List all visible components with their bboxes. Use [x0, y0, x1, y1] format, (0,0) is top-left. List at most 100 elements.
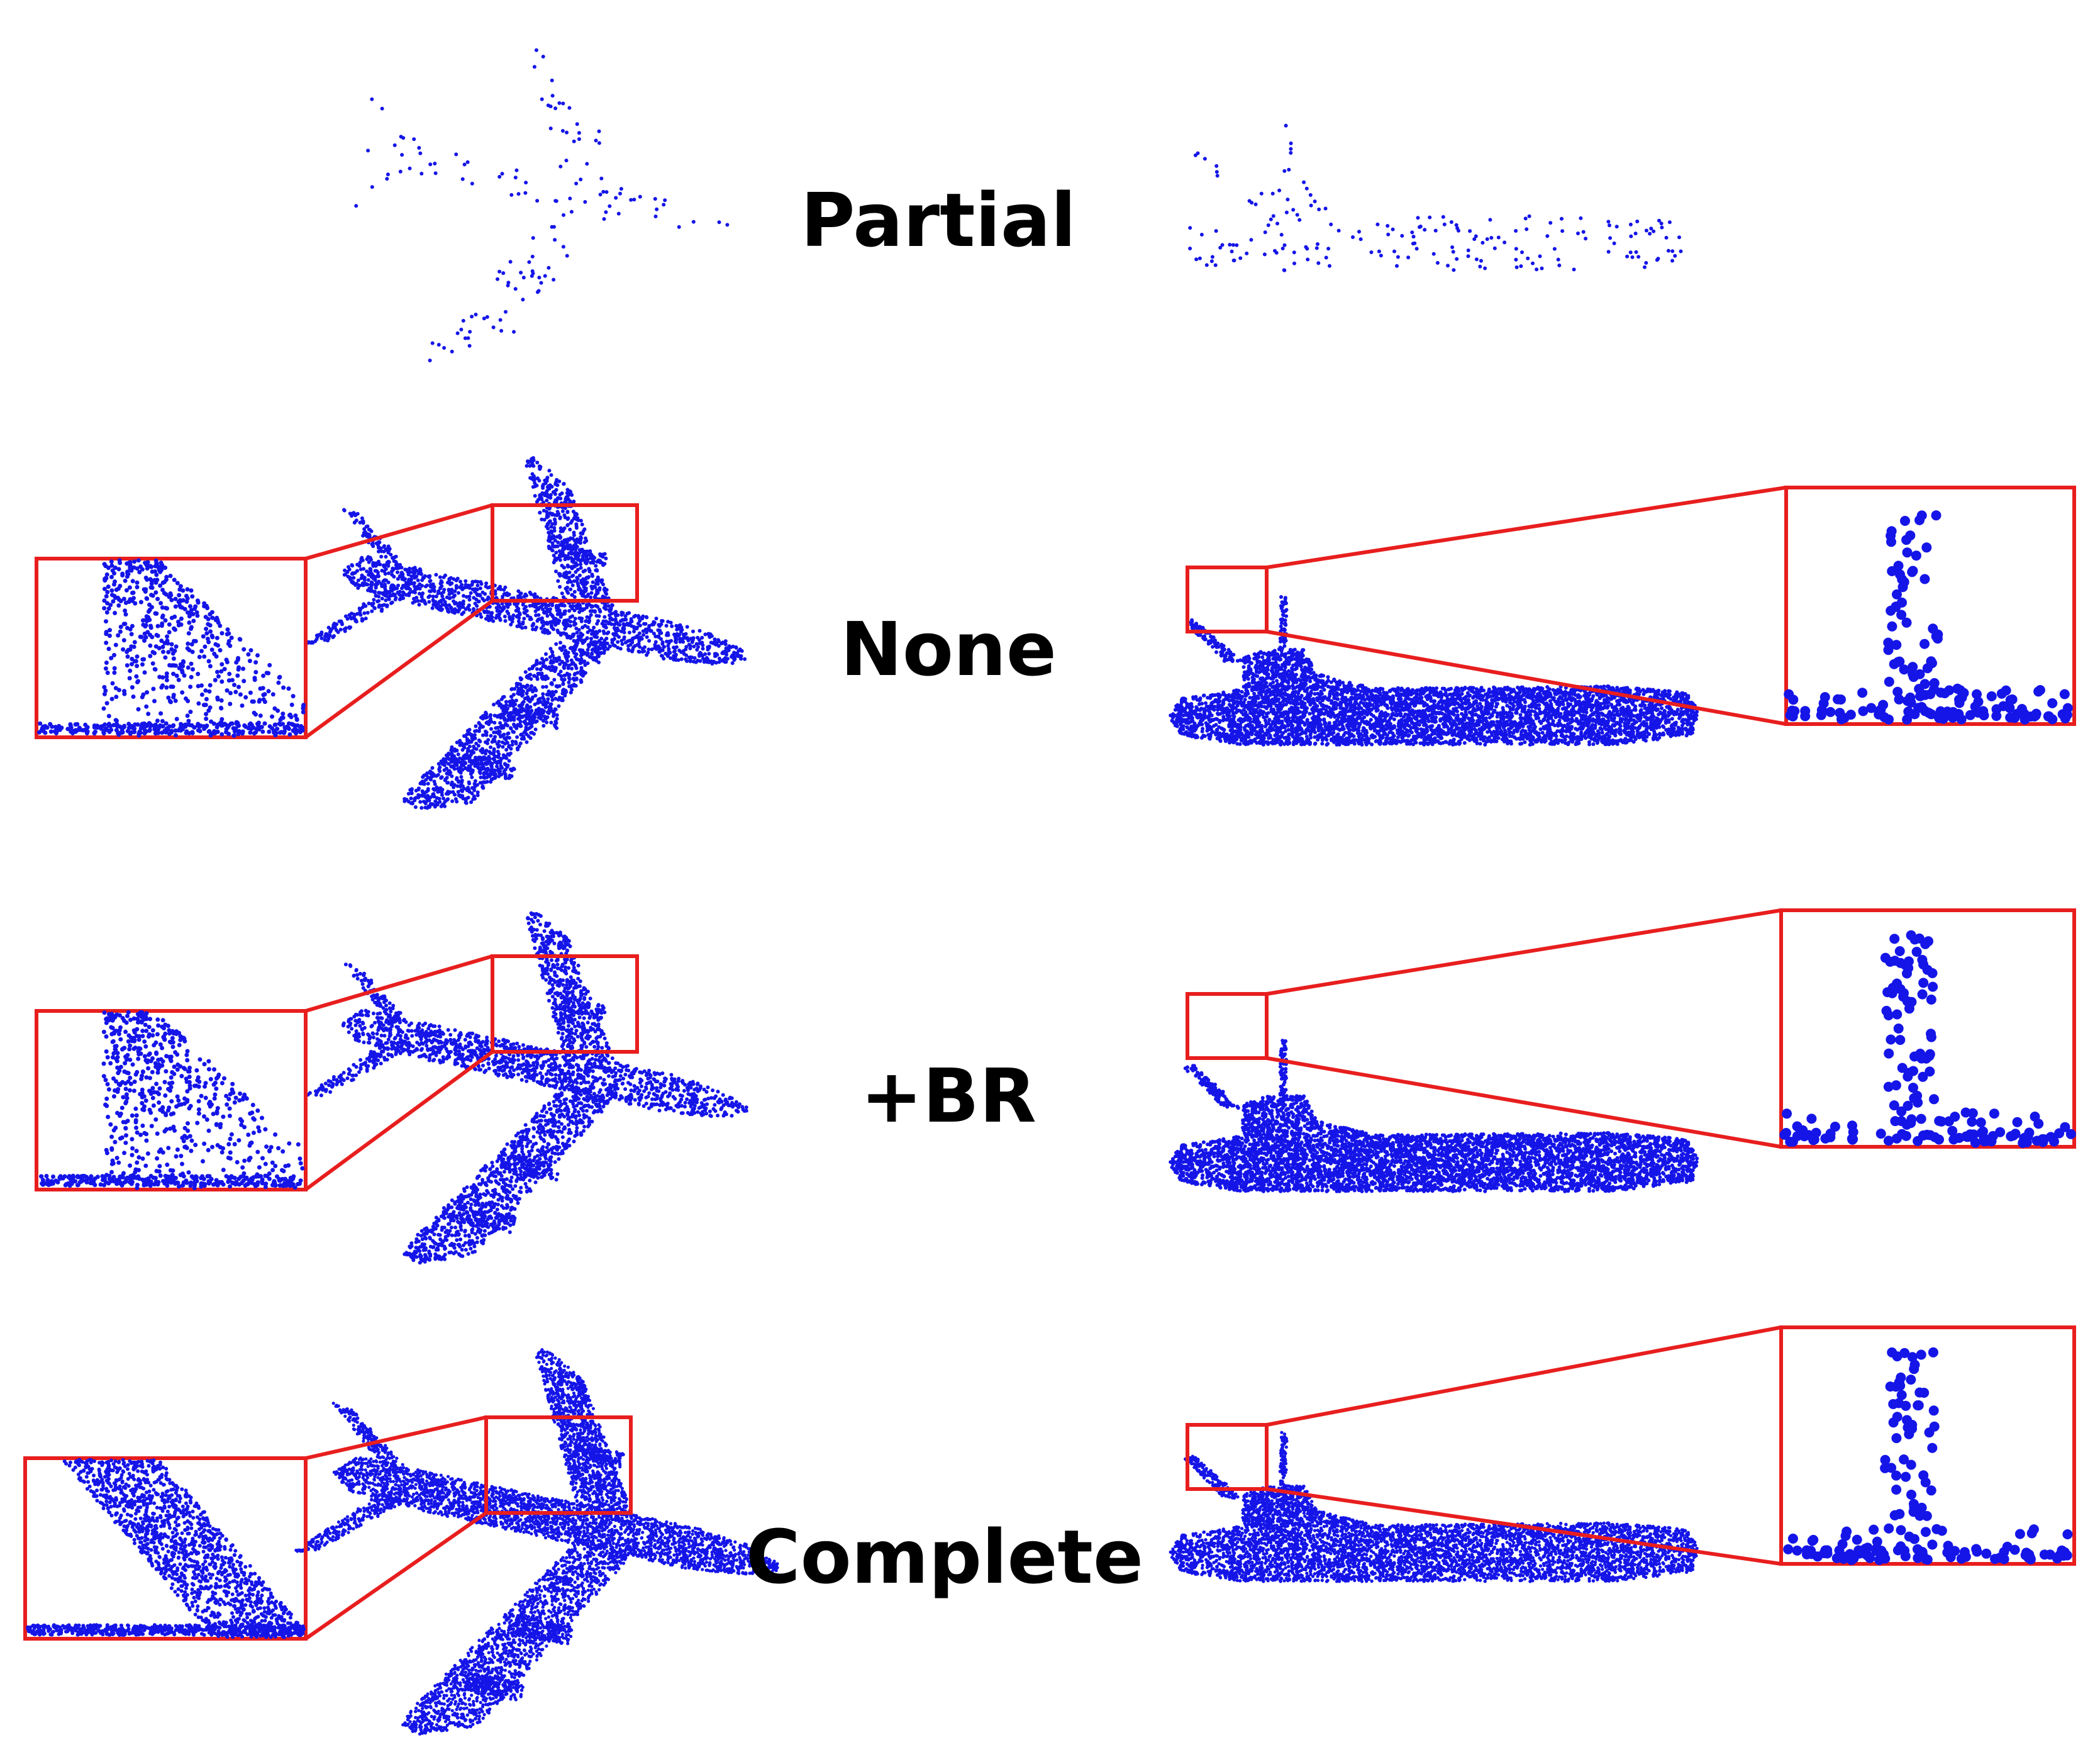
cloud-point: [580, 522, 584, 527]
cloud-point: [1292, 250, 1296, 255]
cloud-point: [1629, 234, 1633, 238]
cloud-point: [539, 281, 543, 285]
cloud-point: [1526, 256, 1530, 260]
cloud-point: [478, 594, 482, 598]
cloud-point: [494, 730, 499, 735]
cloud-point: [477, 726, 482, 730]
cloud-point: [409, 787, 414, 791]
cloud-point: [505, 718, 509, 723]
cloud-point: [490, 762, 494, 766]
cloud-point: [565, 523, 570, 527]
cloud-point: [545, 614, 550, 618]
cloud-point: [1188, 226, 1192, 230]
cloud-point: [696, 635, 700, 640]
cloud-point: [515, 735, 519, 739]
cloud-point: [525, 703, 530, 708]
cloud-point: [477, 600, 481, 604]
cloud-point: [562, 547, 566, 551]
cloud-point: [428, 162, 433, 167]
cloud-point: [569, 604, 573, 608]
cloud-point: [401, 136, 406, 140]
cloud-point: [621, 611, 625, 615]
cloud-point: [523, 625, 528, 630]
cloud-point: [647, 639, 652, 643]
cloud-point: [372, 563, 377, 567]
cloud-point: [562, 513, 567, 517]
cloud-point: [352, 576, 356, 580]
cloud-point: [527, 260, 531, 264]
cloud-point: [554, 569, 558, 574]
cloud-point: [387, 571, 391, 576]
cloud-point: [574, 676, 579, 681]
cloud-point: [1386, 224, 1390, 228]
cloud-point: [399, 566, 404, 570]
cloud-point: [447, 592, 452, 596]
cloud-point: [707, 652, 711, 656]
cloud-point: [563, 609, 567, 613]
cloud-point: [569, 549, 574, 553]
cloud-point: [421, 591, 425, 596]
cloud-point: [585, 162, 589, 166]
cloud-point: [1606, 250, 1611, 254]
cloud-point: [448, 605, 453, 610]
cloud-point: [359, 557, 364, 561]
cloud-point: [414, 574, 419, 579]
cloud-point: [509, 694, 513, 699]
cloud-point: [518, 722, 522, 727]
cloud-point: [457, 793, 461, 798]
cloud-point: [377, 599, 381, 603]
cloud-point: [481, 590, 485, 594]
cloud-point: [1485, 237, 1489, 242]
cloud-point: [594, 564, 598, 568]
cloud-point: [427, 600, 431, 604]
cloud-point: [495, 609, 499, 613]
cloud-point: [1329, 222, 1333, 226]
cloud-point: [577, 131, 581, 135]
cloud-point: [377, 574, 381, 578]
cloud-point: [413, 805, 418, 809]
cloud-point: [1411, 242, 1415, 246]
cloud-point: [548, 647, 553, 651]
cloud-point: [576, 584, 581, 588]
cloud-point: [438, 581, 443, 586]
cloud-point: [558, 558, 562, 562]
cloud-point: [568, 491, 572, 496]
cloud-point: [545, 489, 549, 493]
cloud-point: [550, 484, 554, 489]
cloud-point: [527, 673, 531, 678]
cloud-point: [416, 786, 421, 791]
cloud-point: [564, 625, 568, 629]
cloud-point: [434, 572, 438, 577]
cloud-point: [1435, 260, 1440, 265]
cloud-point: [550, 522, 555, 526]
cloud-point: [504, 747, 509, 752]
cloud-point: [653, 643, 657, 647]
cloud-point: [645, 653, 649, 657]
cloud-point: [555, 726, 559, 730]
cloud-point: [553, 669, 557, 673]
cloud-point: [511, 704, 516, 708]
cloud-point: [657, 623, 661, 627]
cloud-point: [418, 800, 423, 804]
cloud-point: [537, 479, 542, 482]
cloud-point: [560, 698, 565, 703]
cloud-point: [1527, 214, 1531, 218]
cloud-point: [556, 621, 560, 625]
cloud-point: [553, 696, 558, 701]
cloud-point: [499, 328, 504, 333]
cloud-point: [577, 610, 582, 614]
cloud-point: [430, 766, 435, 770]
cloud-point: [528, 720, 532, 725]
cloud-point: [481, 786, 486, 790]
cloud-point: [706, 632, 711, 636]
cloud-point: [1652, 229, 1656, 233]
cloud-point: [701, 643, 705, 647]
cloud-point: [619, 639, 624, 643]
cloud-point: [554, 199, 558, 203]
cloud-point: [380, 584, 384, 588]
cloud-point: [400, 586, 404, 591]
cloud-point: [685, 636, 689, 640]
cloud-point: [1281, 247, 1285, 250]
cloud-point: [538, 511, 542, 515]
cloud-point: [1451, 250, 1455, 254]
